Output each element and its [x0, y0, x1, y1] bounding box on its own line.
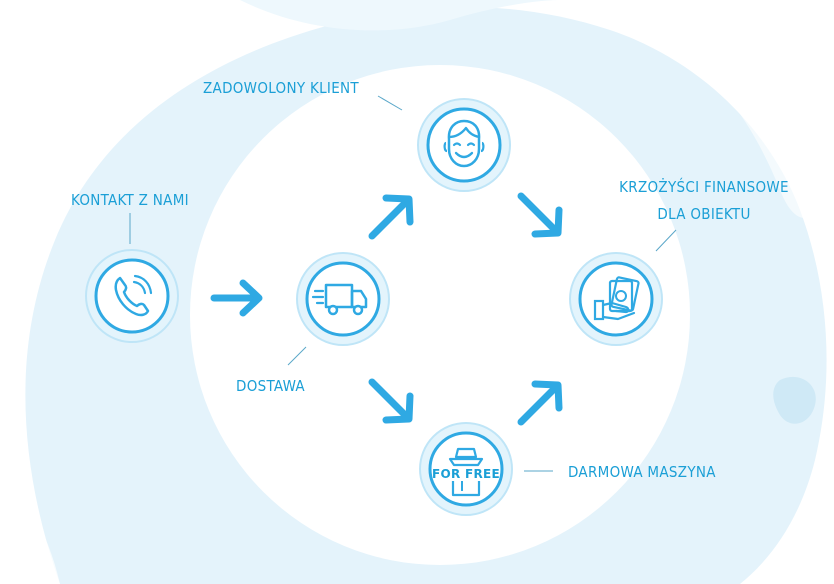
- arrow-delivery-to-machine: [368, 378, 414, 424]
- smiling-face-icon: [417, 98, 511, 192]
- arrow-delivery-to-client: [368, 194, 414, 240]
- node-benefits: [568, 251, 664, 347]
- leader-delivery: [287, 346, 307, 366]
- label-contact: KONTAKT Z NAMI: [71, 191, 189, 209]
- node-contact: [84, 248, 180, 344]
- label-benefits-line2: DLA OBIEKTU: [657, 205, 751, 223]
- label-benefits-line1: KRZOŻYŚCI FINANSOWE: [619, 178, 789, 196]
- leader-benefits: [655, 229, 677, 252]
- label-client: ZADOWOLONY KLIENT: [203, 79, 359, 97]
- money-hand-icon: [569, 252, 663, 346]
- label-delivery: DOSTAWA: [236, 377, 305, 395]
- arrow-contact-to-delivery: [210, 279, 263, 317]
- for-free-badge: FOR FREE: [431, 467, 501, 481]
- node-machine: [418, 421, 514, 517]
- node-client: [416, 97, 512, 193]
- label-machine: DARMOWA MASZYNA: [568, 463, 716, 481]
- node-delivery: [295, 251, 391, 347]
- phone-icon: [85, 249, 179, 343]
- arrow-client-to-benefits: [517, 192, 563, 238]
- vending-machine-icon: [419, 422, 513, 516]
- arrow-machine-to-benefits: [517, 380, 563, 426]
- leader-client: [377, 95, 403, 111]
- truck-icon: [296, 252, 390, 346]
